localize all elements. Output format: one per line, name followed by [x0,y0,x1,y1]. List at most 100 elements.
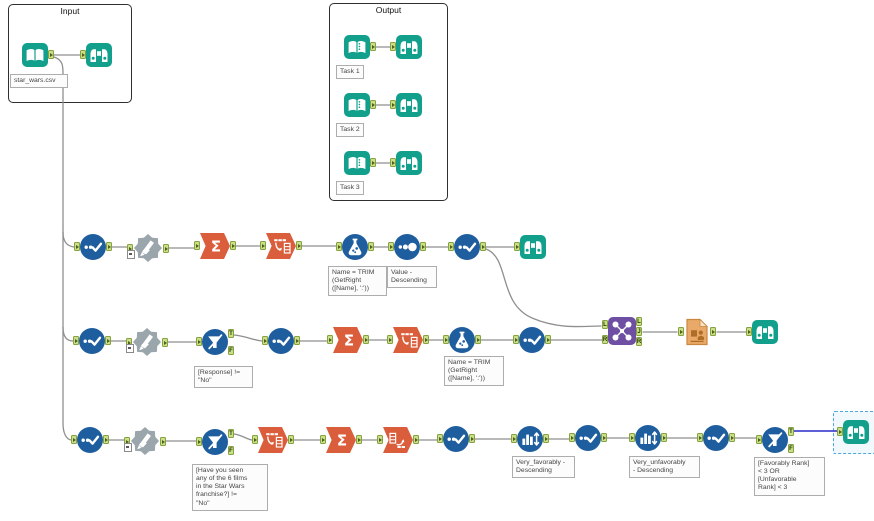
left-output-anchor[interactable]: L [636,317,642,326]
summarize-tool[interactable] [194,233,236,259]
output-anchor[interactable] [601,433,607,442]
output-anchor[interactable] [363,335,369,344]
output-anchor[interactable] [368,242,374,251]
filter-tool[interactable]: T F [196,429,234,455]
input-anchor[interactable] [74,242,80,251]
output-anchor[interactable] [370,158,376,167]
input-anchor[interactable] [260,241,266,250]
true-output-anchor[interactable]: T [228,429,234,438]
input-anchor[interactable] [196,437,202,446]
input-anchor[interactable] [511,434,517,443]
select-tool[interactable] [437,426,475,452]
tool-annotation[interactable]: Task 3 [336,181,364,196]
input-anchor[interactable] [390,100,396,109]
render-tool[interactable] [678,318,716,346]
true-output-anchor[interactable]: T [788,427,794,436]
input-anchor[interactable] [390,158,396,167]
false-output-anchor[interactable]: F [228,346,234,355]
input-anchor[interactable] [262,336,268,345]
left-input-anchor[interactable]: L [602,320,608,329]
input-anchor[interactable] [327,335,333,344]
filter-tool[interactable]: T F [756,427,794,453]
formula-tool[interactable] [443,327,481,353]
browse-tool[interactable] [514,234,552,260]
join-output-anchor[interactable]: J [636,327,642,336]
tool-annotation[interactable]: [Favorably Rank] < 3 OR [Unfavorable Ran… [754,457,825,496]
right-input-anchor[interactable]: R [602,335,608,344]
input-anchor[interactable] [196,337,202,346]
input-anchor[interactable] [514,242,520,251]
input-anchor[interactable] [80,50,86,59]
tool-annotation[interactable]: Very_favorably - Descending [512,456,575,479]
tool-annotation[interactable]: star_wars.csv [10,74,68,89]
text-to-columns-tool[interactable] [126,327,168,357]
input-anchor[interactable] [448,242,454,251]
input-anchor[interactable] [320,435,326,444]
input-anchor[interactable] [336,242,342,251]
input-anchor[interactable] [697,433,703,442]
output-anchor[interactable] [370,42,376,51]
transpose-tool[interactable] [387,327,429,353]
input-anchor[interactable] [513,335,519,344]
input-data-tool-task3[interactable] [338,150,376,176]
sort-tool[interactable] [629,425,667,451]
select-tool[interactable] [697,425,735,451]
tool-annotation[interactable]: Name = TRIM (GetRight ([Name], ':')) [444,356,504,387]
input-anchor[interactable] [569,433,575,442]
input-anchor[interactable] [73,336,79,345]
summarize-tool[interactable] [320,427,362,453]
input-anchor[interactable] [746,327,752,336]
output-anchor[interactable] [356,435,362,444]
cross-tab-tool[interactable] [377,427,419,453]
output-anchor[interactable] [710,327,716,336]
output-anchor[interactable] [48,50,54,59]
sort-tool[interactable] [511,426,549,452]
formula-tool[interactable] [336,234,374,260]
tool-annotation[interactable]: Task 1 [336,65,364,80]
output-anchor[interactable] [729,433,735,442]
text-to-columns-tool[interactable] [124,426,166,456]
input-data-tool-task2[interactable] [338,92,376,118]
input-data-tool-task1[interactable] [338,34,376,60]
select-tool[interactable] [513,327,551,353]
input-anchor[interactable] [388,242,394,251]
input-anchor[interactable] [437,434,443,443]
summarize-tool[interactable] [327,327,369,353]
join-tool[interactable]: L R L J R [602,317,642,346]
output-anchor[interactable] [475,335,481,344]
input-anchor[interactable] [377,435,383,444]
select-tool[interactable] [71,427,109,453]
input-anchor[interactable] [443,335,449,344]
output-anchor[interactable] [420,242,426,251]
input-anchor[interactable] [390,42,396,51]
browse-tool-task2[interactable] [390,92,428,118]
output-anchor[interactable] [413,435,419,444]
browse-tool[interactable] [746,319,784,345]
browse-tool-task3[interactable] [390,150,428,176]
output-anchor[interactable] [423,335,429,344]
tool-annotation[interactable]: Very_unfavorably - Descending [629,456,700,479]
input-anchor[interactable] [678,327,684,336]
false-output-anchor[interactable]: F [788,444,794,453]
filter-tool[interactable]: T F [196,329,234,355]
input-data-tool[interactable] [16,42,54,68]
browse-tool-task1[interactable] [390,34,428,60]
output-anchor[interactable] [103,435,109,444]
input-anchor[interactable] [194,241,200,250]
output-anchor[interactable] [545,335,551,344]
output-anchor[interactable] [294,336,300,345]
output-anchor[interactable] [160,437,166,446]
select-tool[interactable] [262,328,300,354]
output-anchor[interactable] [106,242,112,251]
select-tool[interactable] [73,328,111,354]
browse-tool[interactable] [80,42,118,68]
sample-tool[interactable] [388,234,426,260]
output-anchor[interactable] [296,241,302,250]
select-tool[interactable] [448,234,486,260]
input-anchor[interactable] [837,427,843,436]
tool-annotation[interactable]: [Have you seen any of the 6 films in the… [192,464,268,511]
tool-annotation[interactable]: Value - Descending [387,266,437,289]
transpose-tool[interactable] [252,427,294,453]
